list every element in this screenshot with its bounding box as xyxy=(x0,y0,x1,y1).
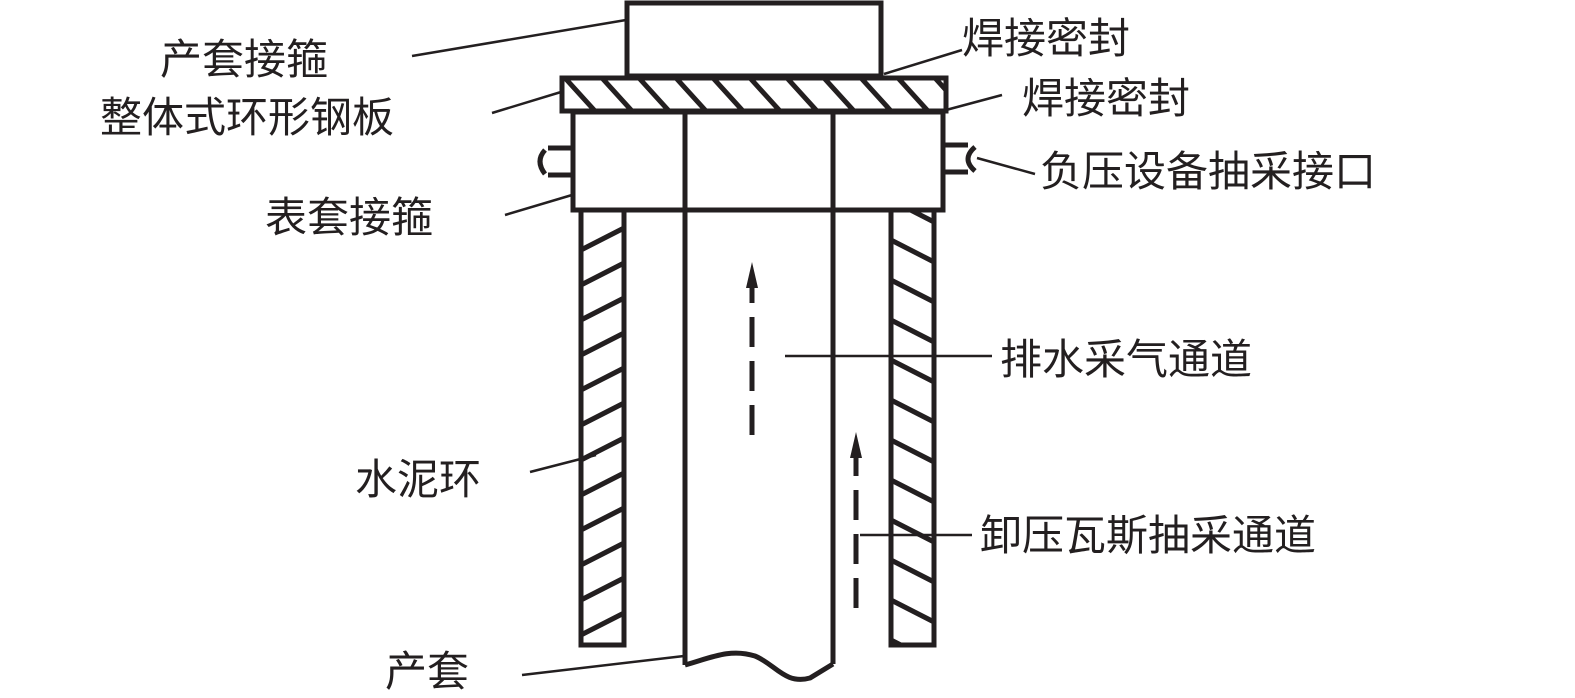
hatch-line xyxy=(637,79,671,110)
hatch-line xyxy=(892,357,933,385)
label-cement-ring: 水泥环 xyxy=(355,455,481,504)
label-drainage-gas-channel: 排水采气通道 xyxy=(1000,335,1252,384)
hatch-line xyxy=(711,79,745,110)
hatch-line xyxy=(785,79,819,110)
left-port-stub xyxy=(537,145,573,178)
label-surface-casing-coupling: 表套接箍 xyxy=(265,193,433,242)
annular-steel-plate-shape xyxy=(559,75,949,114)
label-weld-seal-bottom: 焊接密封 xyxy=(1022,74,1190,123)
hatch-line xyxy=(896,79,930,110)
hatch-line xyxy=(892,637,905,644)
hatch-line xyxy=(582,540,623,568)
cement-ring-left xyxy=(578,207,627,648)
hatch-line xyxy=(892,517,933,545)
hatch-line xyxy=(859,79,893,110)
hatch-line xyxy=(908,212,933,225)
production-casing-shape xyxy=(682,112,836,682)
hatch-line xyxy=(748,79,782,110)
hatch-line xyxy=(582,225,623,253)
hatch-line xyxy=(582,470,623,498)
hatch-line xyxy=(582,505,623,533)
hatch-line xyxy=(582,365,623,393)
label-pressure-relief-gas-channel: 卸压瓦斯抽采通道 xyxy=(980,511,1316,560)
hatch-line xyxy=(582,610,623,638)
hatch-line xyxy=(892,477,933,505)
hatch-line xyxy=(582,400,623,428)
label-weld-seal-top: 焊接密封 xyxy=(962,14,1130,63)
hatch-line xyxy=(582,295,623,323)
label-negative-pressure-port: 负压设备抽采接口 xyxy=(1040,147,1376,196)
right-port-stub xyxy=(943,142,977,175)
hatch-line xyxy=(563,79,597,110)
hatch-line xyxy=(892,437,933,465)
hatch-line xyxy=(892,597,933,625)
label-production-casing: 产套 xyxy=(385,647,469,696)
surface-casing-coupling-shape xyxy=(570,109,946,213)
hatch-line xyxy=(892,317,933,345)
leader-lines xyxy=(411,18,1036,677)
hatch-line xyxy=(933,79,945,93)
hatch-line xyxy=(582,330,623,358)
hatch-line xyxy=(892,397,933,425)
hatch-line xyxy=(892,237,933,265)
label-annular-steel-plate: 整体式环形钢板 xyxy=(100,93,394,142)
drainage-flow-arrow xyxy=(746,262,758,435)
hatch-line xyxy=(892,557,933,585)
hatch-line xyxy=(822,79,856,110)
label-production-casing-coupling: 产套接箍 xyxy=(160,35,328,84)
hatch-line xyxy=(892,277,933,305)
gas-flow-arrow xyxy=(850,432,862,608)
cement-ring-right xyxy=(888,207,937,648)
hatch-line xyxy=(582,260,623,288)
hatch-line xyxy=(582,575,623,603)
production-casing-coupling-shape xyxy=(624,0,884,79)
hatch-line xyxy=(600,79,634,110)
hatch-line xyxy=(674,79,708,110)
